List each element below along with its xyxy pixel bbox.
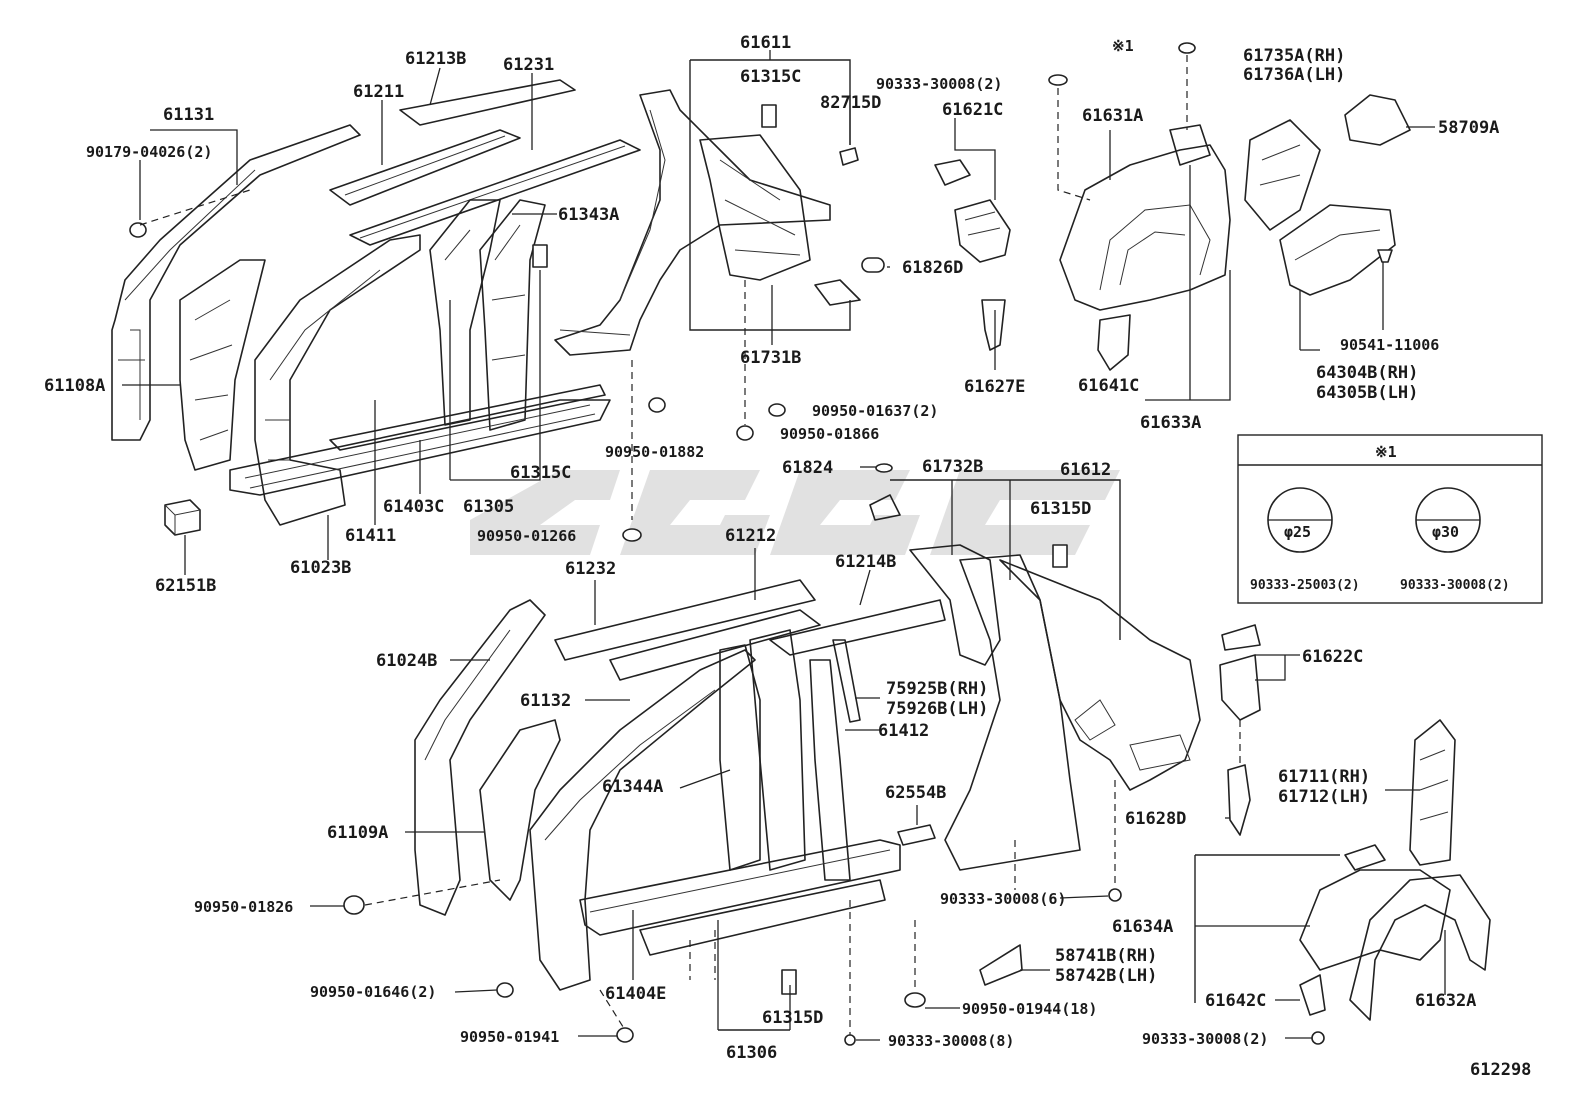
label-61213b: 61213B: [405, 49, 466, 69]
wheel-house-upper-group: [1059, 42, 1411, 371]
legend-part-left: 90333-25003(2): [1250, 578, 1360, 593]
label-61403c: 61403C: [383, 497, 444, 517]
label-61826d: 61826D: [902, 258, 963, 278]
label-61232: 61232: [565, 559, 616, 579]
legend-dim-right: φ30: [1432, 523, 1459, 541]
label-61306: 61306: [726, 1043, 777, 1063]
label-90541-11006: 90541-11006: [1340, 336, 1439, 354]
label-61612: 61612: [1060, 460, 1111, 480]
label-61231: 61231: [503, 55, 554, 75]
label-61732b: 61732B: [922, 457, 983, 477]
label-ref-1-top: ※1: [1112, 37, 1134, 55]
label-61711: 61711(RH): [1278, 767, 1370, 787]
label-82715d: 82715D: [820, 93, 881, 113]
diagram-number: 612298: [1470, 1060, 1531, 1080]
label-64304b: 64304B(RH): [1316, 363, 1418, 383]
label-62554b: 62554B: [885, 783, 946, 803]
label-58742b: 58742B(LH): [1055, 966, 1157, 986]
upper-center-panels: [554, 50, 885, 542]
label-61411: 61411: [345, 526, 396, 546]
legend-dim-left: φ25: [1284, 523, 1311, 541]
label-61315c-b: 61315C: [740, 67, 801, 87]
label-61305: 61305: [463, 497, 514, 517]
label-90950-01266: 90950-01266: [477, 527, 576, 545]
label-61634a: 61634A: [1112, 917, 1173, 937]
label-61824: 61824: [782, 458, 833, 478]
label-61628d: 61628D: [1125, 809, 1186, 829]
label-90950-01826: 90950-01826: [194, 898, 293, 916]
label-64305b: 64305B(LH): [1316, 383, 1418, 403]
label-61622c: 61622C: [1302, 647, 1363, 667]
label-75925b: 75925B(RH): [886, 679, 988, 699]
label-90179-04026: 90179-04026(2): [86, 143, 212, 161]
legend-texts: ※1 φ25 φ30 90333-25003(2) 90333-30008(2): [1250, 443, 1510, 593]
label-90333-30008-2b: 90333-30008(2): [1142, 1030, 1268, 1048]
label-90333-30008-8: 90333-30008(8): [888, 1032, 1014, 1050]
label-61632a: 61632A: [1415, 991, 1476, 1011]
label-61315d-b: 61315D: [762, 1008, 823, 1028]
legend-part-right: 90333-30008(2): [1400, 578, 1510, 593]
label-75926b: 75926B(LH): [886, 699, 988, 719]
label-61621c: 61621C: [942, 100, 1003, 120]
label-61735a: 61735A(RH): [1243, 46, 1345, 66]
label-90950-01637: 90950-01637(2): [812, 402, 938, 420]
bracket-61621c-group: [934, 74, 1091, 351]
lower-quarter-panel: [869, 463, 1201, 986]
label-90950-01866: 90950-01866: [780, 425, 879, 443]
label-61131: 61131: [163, 105, 214, 125]
label-61611: 61611: [740, 33, 791, 53]
label-61631a: 61631A: [1082, 106, 1143, 126]
label-61627e: 61627E: [964, 377, 1025, 397]
label-61315c-a: 61315C: [510, 463, 571, 483]
wheel-house-lower-group: [1194, 624, 1491, 1045]
label-90950-01646: 90950-01646(2): [310, 983, 436, 1001]
label-61108a: 61108A: [44, 376, 105, 396]
label-61412: 61412: [878, 721, 929, 741]
label-61344a: 61344A: [602, 777, 663, 797]
legend-box: [1237, 434, 1543, 604]
label-61024b: 61024B: [376, 651, 437, 671]
watermark-logo: [470, 470, 1120, 555]
upper-left-panels: [111, 79, 641, 536]
label-61641c: 61641C: [1078, 376, 1139, 396]
label-62151b: 62151B: [155, 576, 216, 596]
label-61212: 61212: [725, 526, 776, 546]
lower-side-panels: [343, 579, 946, 1046]
label-90333-30008-6: 90333-30008(6): [940, 890, 1066, 908]
leader-lines: [122, 67, 1446, 1041]
label-90950-01882: 90950-01882: [605, 443, 704, 461]
label-90950-01944: 90950-01944(18): [962, 1000, 1097, 1018]
legend-marker: ※1: [1375, 443, 1397, 461]
label-61132: 61132: [520, 691, 571, 711]
label-61315d-a: 61315D: [1030, 499, 1091, 519]
label-61023b: 61023B: [290, 558, 351, 578]
label-61404e: 61404E: [605, 984, 666, 1004]
label-61633a: 61633A: [1140, 413, 1201, 433]
label-61712: 61712(LH): [1278, 787, 1370, 807]
label-61211: 61211: [353, 82, 404, 102]
label-90950-01941: 90950-01941: [460, 1028, 559, 1046]
label-58709a: 58709A: [1438, 118, 1499, 138]
label-61736a: 61736A(LH): [1243, 65, 1345, 85]
label-61642c: 61642C: [1205, 991, 1266, 1011]
label-61343a: 61343A: [558, 205, 619, 225]
label-58741b: 58741B(RH): [1055, 946, 1157, 966]
label-61731b: 61731B: [740, 348, 801, 368]
label-61214b: 61214B: [835, 552, 896, 572]
part-labels: 61131 90179-04026(2) 61211 61213B 61231 …: [44, 33, 1531, 1080]
label-90333-30008-top: 90333-30008(2): [876, 75, 1002, 93]
label-61109a: 61109A: [327, 823, 388, 843]
